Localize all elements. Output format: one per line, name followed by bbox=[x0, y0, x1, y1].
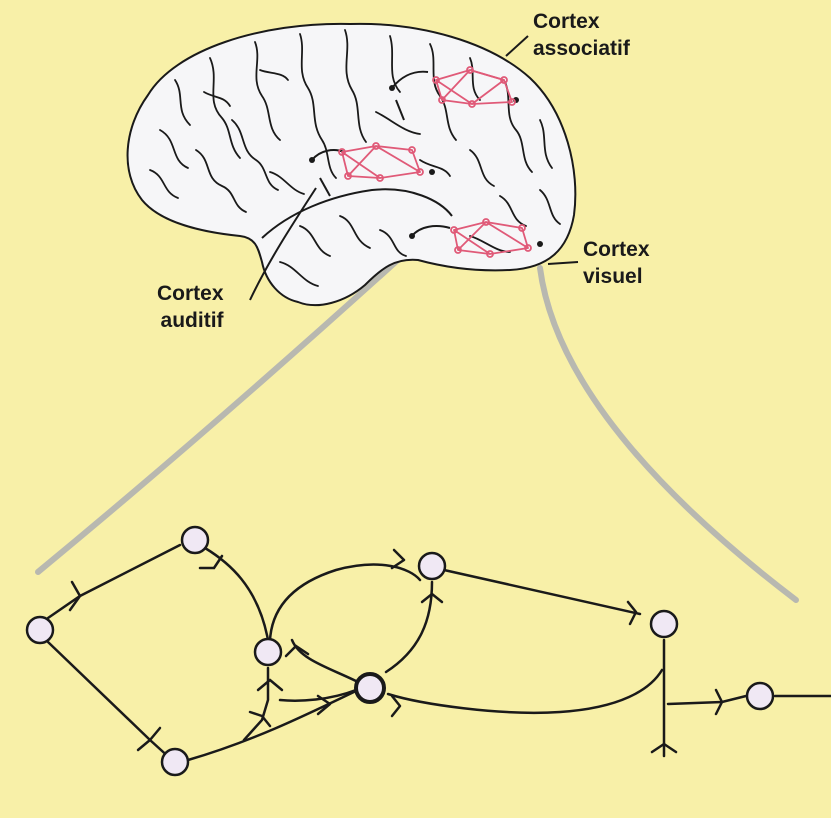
axon-n6-n5 bbox=[386, 582, 432, 672]
label-cortex-associatif-line2: associatif bbox=[533, 35, 630, 62]
zoom-lines bbox=[38, 258, 796, 600]
axon-n8-n7 bbox=[668, 696, 746, 704]
neuron-4 bbox=[255, 639, 281, 665]
axon-n2-n4 bbox=[205, 548, 268, 640]
label-cortex-associatif-line1: Cortex bbox=[533, 8, 630, 35]
neuron-2 bbox=[182, 527, 208, 553]
axon-n4-n3 bbox=[244, 668, 268, 740]
neuron-3 bbox=[162, 749, 188, 775]
pointer-associatif bbox=[506, 36, 528, 56]
brain-outline bbox=[128, 24, 576, 305]
label-cortex-auditif: Cortex auditif bbox=[157, 280, 224, 334]
axon-n1-n3 bbox=[48, 642, 172, 760]
neuron-5 bbox=[356, 674, 384, 702]
neuron-6 bbox=[419, 553, 445, 579]
axon-n6-n7 bbox=[444, 570, 640, 614]
label-cortex-auditif-line1: Cortex bbox=[157, 280, 224, 307]
synapses bbox=[70, 550, 722, 756]
neuron-8 bbox=[747, 683, 773, 709]
label-cortex-visuel-line1: Cortex bbox=[583, 236, 650, 263]
neurons bbox=[27, 527, 773, 775]
enlarged-network bbox=[27, 527, 831, 775]
label-cortex-visuel-line2: visuel bbox=[583, 263, 650, 290]
label-cortex-visuel: Cortex visuel bbox=[583, 236, 650, 290]
label-cortex-associatif: Cortex associatif bbox=[533, 8, 630, 62]
axon-n3-n5 bbox=[188, 690, 358, 760]
neuron-1 bbox=[27, 617, 53, 643]
axon-n5-n7 bbox=[388, 670, 662, 713]
brain bbox=[128, 24, 576, 305]
neuron-7 bbox=[651, 611, 677, 637]
zoom-line-right bbox=[540, 268, 796, 600]
axon-n5-loop bbox=[292, 640, 358, 682]
pointer-visuel bbox=[548, 262, 578, 264]
label-cortex-auditif-line2: auditif bbox=[157, 307, 224, 334]
axon-n4-arc bbox=[270, 565, 420, 640]
axon-n1-n2 bbox=[48, 545, 180, 618]
